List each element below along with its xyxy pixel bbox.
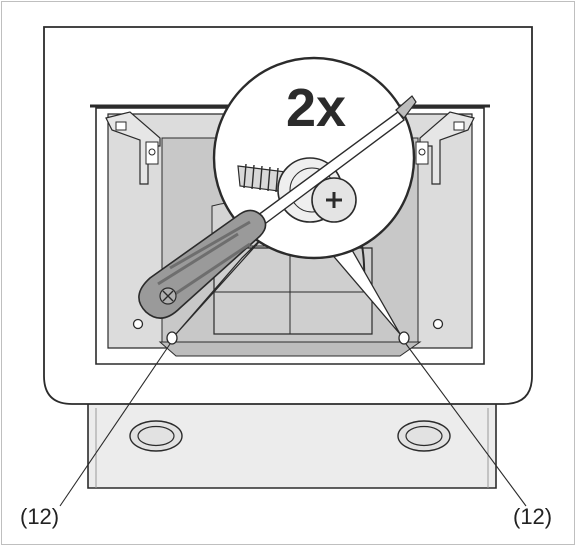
bracket-left [105,111,161,185]
cover-hole-left [132,318,144,330]
magnifier-pointers [175,231,401,335]
knockout-hole-left [129,420,183,452]
screw-hole-right [398,331,410,345]
bracket-right [415,111,475,185]
callout-label-left: (12) [20,504,60,529]
housing-box [87,404,497,489]
callout-label-right: (12) [513,504,553,529]
leader-line-right [405,343,527,507]
screwdriver-handle-icon [138,209,267,319]
quantity-label: 2x [286,78,346,138]
cover-hole-right [432,318,444,330]
leader-line-left [59,343,171,507]
screw-hole-left [166,331,178,345]
magnifier-detail [212,56,417,260]
knockout-hole-right [397,420,451,452]
